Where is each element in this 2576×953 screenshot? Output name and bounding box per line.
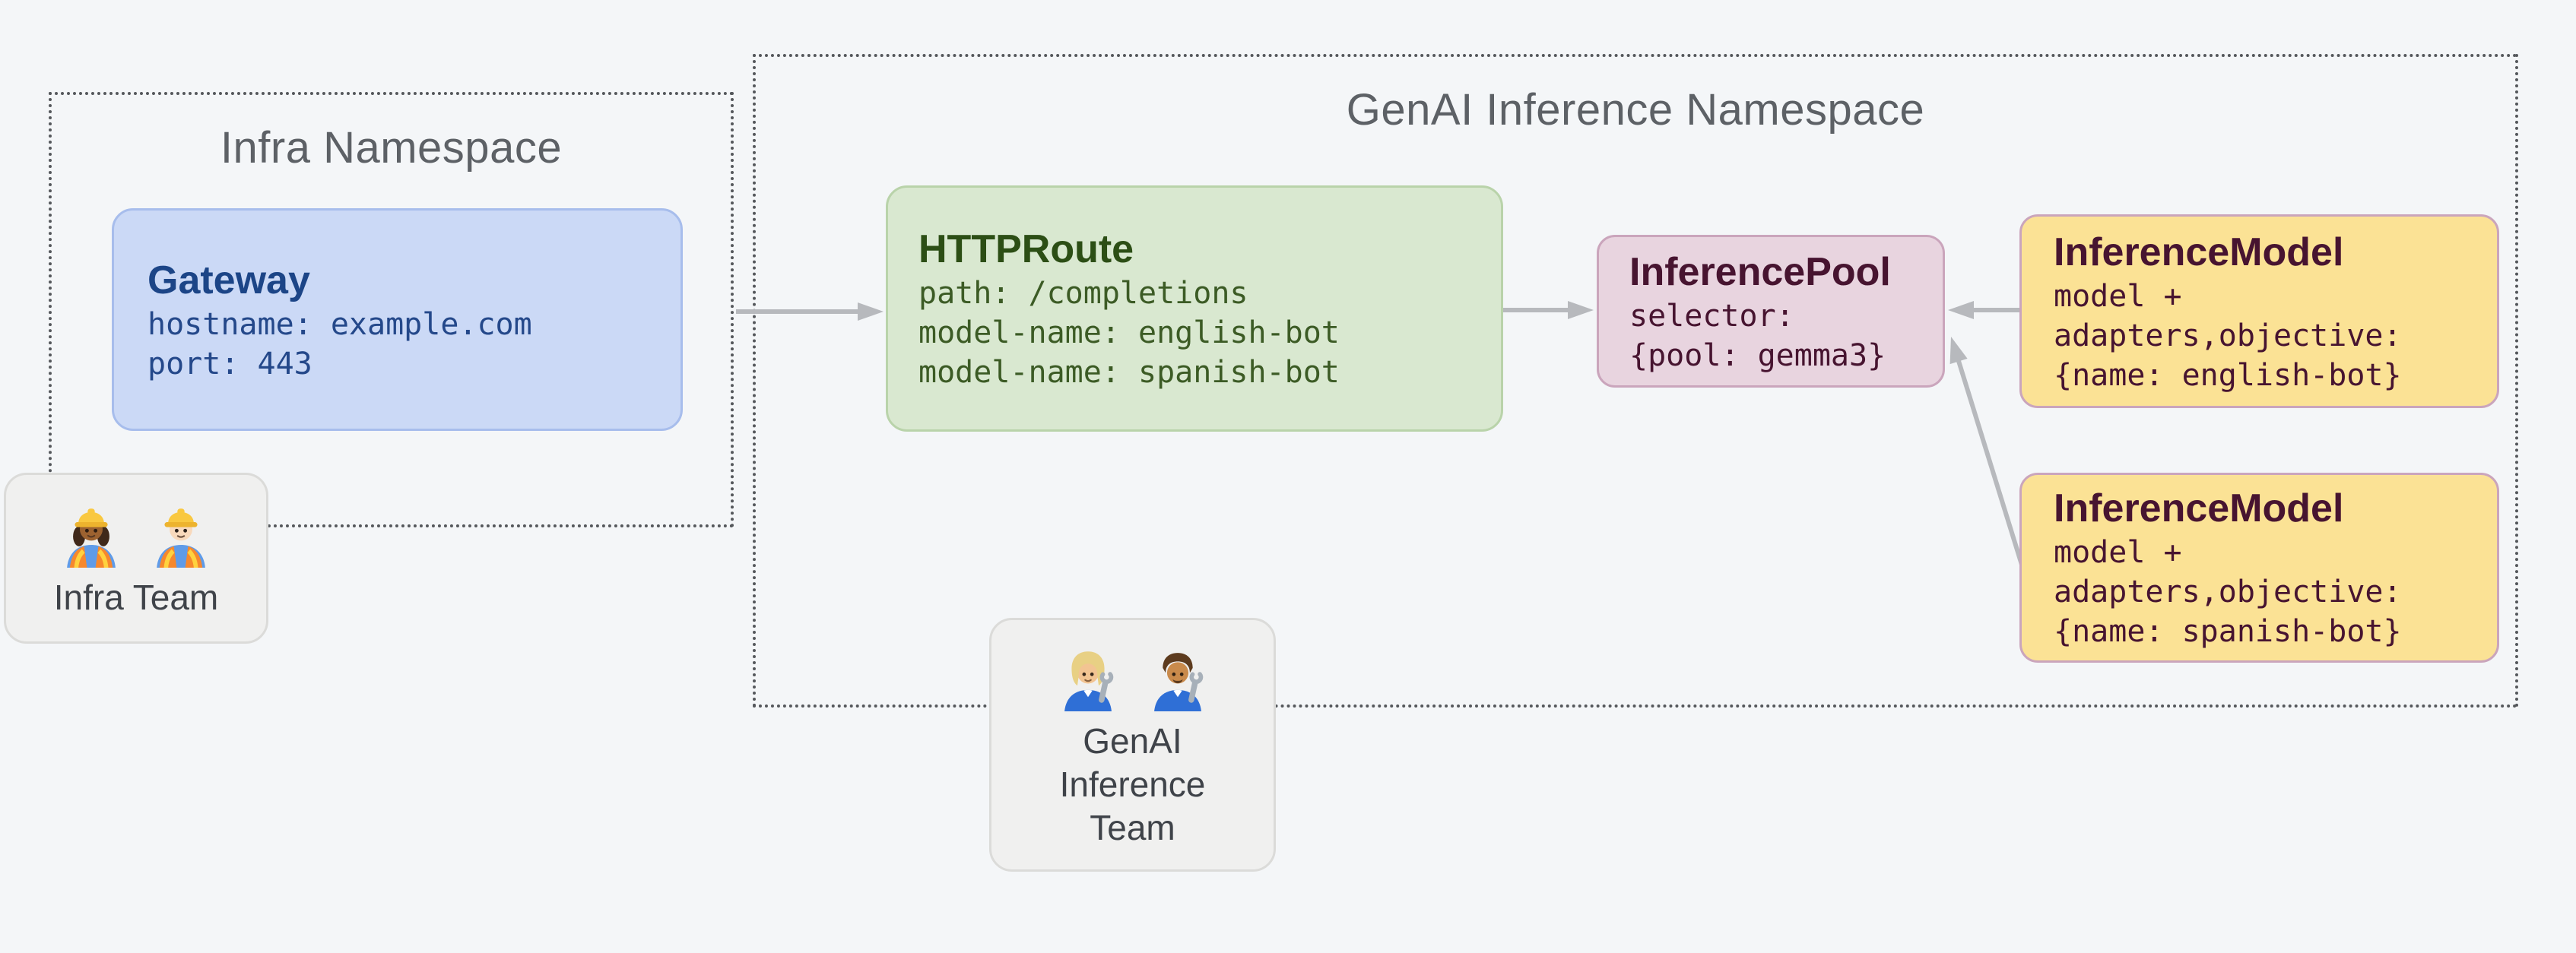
- gateway-title: Gateway: [148, 258, 310, 302]
- gateway-port-line: port: 443: [148, 346, 312, 382]
- inferencemodel-spanish-line-3: {name: spanish-bot}: [2054, 614, 2402, 649]
- woman-construction-worker-icon: [67, 508, 116, 568]
- infra-team-label: Infra Team: [53, 578, 219, 617]
- inferencemodel-english-line-1: model +: [2054, 278, 2182, 314]
- httproute-model-spanish-line: model-name: spanish-bot: [918, 355, 1340, 390]
- genai-team-label: GenAI Inference Team: [1060, 720, 1206, 850]
- gateway-hostname-line: hostname: example.com: [148, 306, 532, 342]
- genai-team-label-line-3: Team: [1090, 807, 1175, 847]
- inferencemodel-spanish-line-2: adapters,objective:: [2054, 575, 2402, 609]
- genai-team-card: GenAI Inference Team: [989, 618, 1276, 872]
- httproute-model-english-line: model-name: english-bot: [918, 315, 1340, 350]
- inferencepool-title: InferencePool: [1629, 249, 1891, 294]
- genai-namespace-box: GenAI Inference Namespace: [753, 54, 2518, 708]
- inferencemodel-spanish-title: InferenceModel: [2054, 486, 2344, 530]
- inferencemodel-spanish-node: InferenceModel model + adapters,objectiv…: [2019, 473, 2499, 663]
- genai-team-label-line-2: Inference: [1059, 764, 1206, 804]
- inferencepool-selector-line: selector:: [1629, 298, 1794, 334]
- inferencemodel-spanish-line-1: model +: [2054, 535, 2182, 570]
- man-mechanic-icon: [1153, 652, 1203, 711]
- infra-team-card: Infra Team: [4, 473, 268, 644]
- genai-team-label-line-1: GenAI: [1083, 720, 1182, 761]
- httproute-node: HTTPRoute path: /completions model-name:…: [886, 185, 1503, 432]
- genai-team-icons: [1054, 641, 1212, 714]
- inferencemodel-english-line-2: adapters,objective:: [2054, 318, 2402, 353]
- gateway-node: Gateway hostname: example.com port: 443: [112, 208, 683, 431]
- genai-namespace-title: GenAI Inference Namespace: [1346, 85, 1925, 135]
- infra-namespace-box: Infra Namespace: [49, 92, 734, 527]
- inferencepool-node: InferencePool selector: {pool: gemma3}: [1597, 235, 1945, 388]
- inferencepool-pool-line: {pool: gemma3}: [1629, 337, 1886, 373]
- infra-namespace-title: Infra Namespace: [220, 123, 563, 173]
- inferencemodel-english-node: InferenceModel model + adapters,objectiv…: [2019, 214, 2499, 408]
- man-construction-worker-icon: [157, 508, 205, 568]
- woman-mechanic-icon: [1064, 651, 1113, 711]
- httproute-path-line: path: /completions: [918, 276, 1248, 311]
- infra-team-icons: [57, 497, 215, 570]
- inferencemodel-english-line-3: {name: english-bot}: [2054, 357, 2402, 393]
- httproute-title: HTTPRoute: [918, 227, 1134, 271]
- inferencemodel-english-title: InferenceModel: [2054, 230, 2344, 274]
